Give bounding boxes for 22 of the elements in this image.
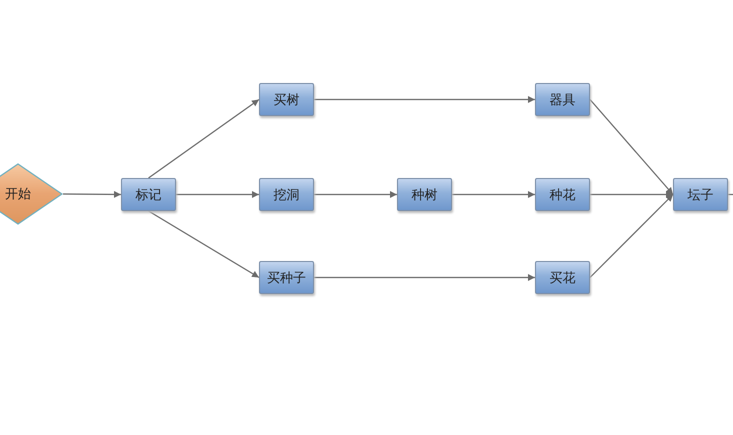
process-box: 挖洞 <box>259 178 314 211</box>
arrow <box>590 191 673 198</box>
process-box: 买花 <box>535 261 590 294</box>
arrow <box>314 274 535 281</box>
arrow <box>314 191 397 198</box>
process-box: 种花 <box>535 178 590 211</box>
start-diamond: 开始 <box>0 163 63 225</box>
process-box: 买种子 <box>259 261 314 294</box>
process-box: 坛子 <box>673 178 728 211</box>
arrow <box>63 190 121 198</box>
arrow <box>148 99 260 178</box>
arrow <box>176 191 259 198</box>
connector-line <box>728 194 733 196</box>
arrow <box>452 191 535 198</box>
arrow <box>590 99 674 195</box>
arrow <box>148 210 260 278</box>
process-box: 器具 <box>535 83 590 116</box>
process-box: 买树 <box>259 83 314 116</box>
process-box: 种树 <box>397 178 452 211</box>
process-box: 标记 <box>121 178 176 211</box>
arrow <box>314 96 535 103</box>
arrow <box>590 194 674 278</box>
